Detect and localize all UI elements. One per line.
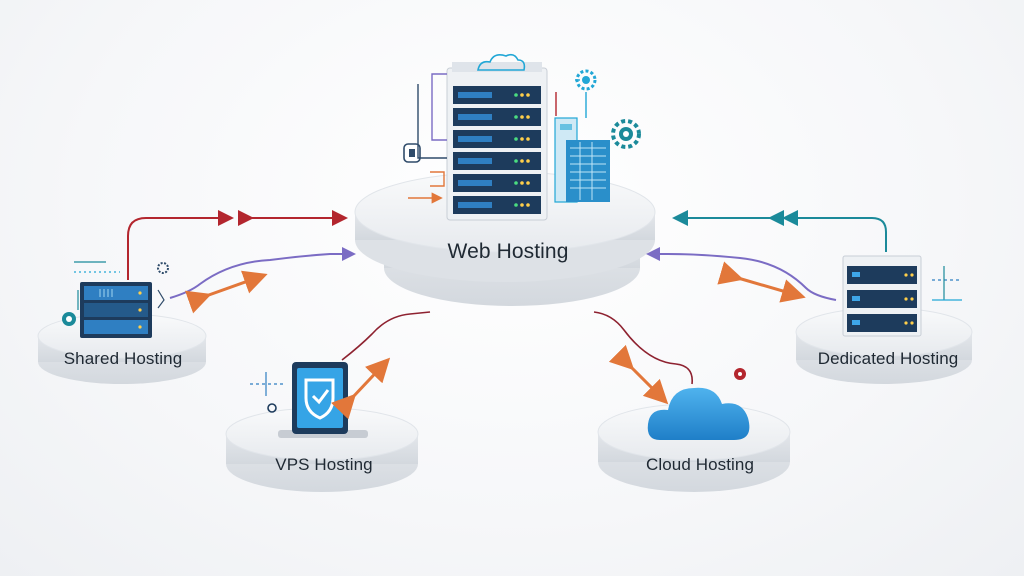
building-icon: [554, 117, 610, 203]
rack-unit-led: [520, 181, 524, 185]
node-label-vps: VPS Hosting: [275, 455, 373, 474]
rack-unit-led: [520, 159, 524, 163]
rack-unit-slot: [458, 136, 492, 142]
lock-icon: [403, 143, 421, 163]
rack-unit-led: [526, 137, 530, 141]
rack-unit-slot: [458, 202, 492, 208]
rack-unit-led: [520, 93, 524, 97]
rack-unit-led: [526, 181, 530, 185]
rack-unit-slot: [458, 180, 492, 186]
rack-unit: [453, 108, 541, 126]
connection-arrows: [127, 210, 887, 420]
rack-unit-led: [514, 181, 518, 185]
rack-unit: [453, 86, 541, 104]
rack-unit: [453, 152, 541, 170]
node-label-shared: Shared Hosting: [63, 349, 183, 368]
rack-unit: [453, 130, 541, 148]
rack-unit-led: [514, 115, 518, 119]
rack-unit: [453, 196, 541, 214]
rack-unit-led: [520, 203, 524, 207]
rack-unit-led: [514, 203, 518, 207]
rack-unit-led: [514, 93, 518, 97]
platform-vps: [225, 407, 419, 492]
rack-unit-led: [514, 137, 518, 141]
rack-unit-led: [526, 203, 530, 207]
rack-unit-slot: [458, 158, 492, 164]
cloud-icon: [477, 53, 526, 71]
rack-unit-slot: [458, 92, 492, 98]
cloud-icon: [647, 387, 750, 440]
server-rack-icon: [446, 62, 548, 221]
rack-unit-led: [520, 137, 524, 141]
gear-icon: [62, 262, 169, 326]
center-connectors: [408, 73, 587, 204]
node-label-dedicated: Dedicated Hosting: [817, 349, 959, 368]
rack-unit-led: [520, 115, 524, 119]
server-rack-icon: [80, 282, 152, 338]
center-label: Web Hosting: [447, 240, 569, 263]
lock-icon: [734, 368, 746, 380]
rack-unit-led: [514, 159, 518, 163]
rack-unit-led: [526, 159, 530, 163]
rack-unit-led: [526, 115, 530, 119]
rack-unit-slot: [458, 114, 492, 120]
dedicated-connectors: [932, 266, 962, 301]
shared-connectors: [74, 261, 165, 310]
rack-unit: [453, 174, 541, 192]
server-rack-icon: [842, 255, 922, 337]
rack-unit-led: [526, 93, 530, 97]
node-label-cloud: Cloud Hosting: [645, 455, 755, 474]
vps-connectors: [250, 372, 286, 413]
